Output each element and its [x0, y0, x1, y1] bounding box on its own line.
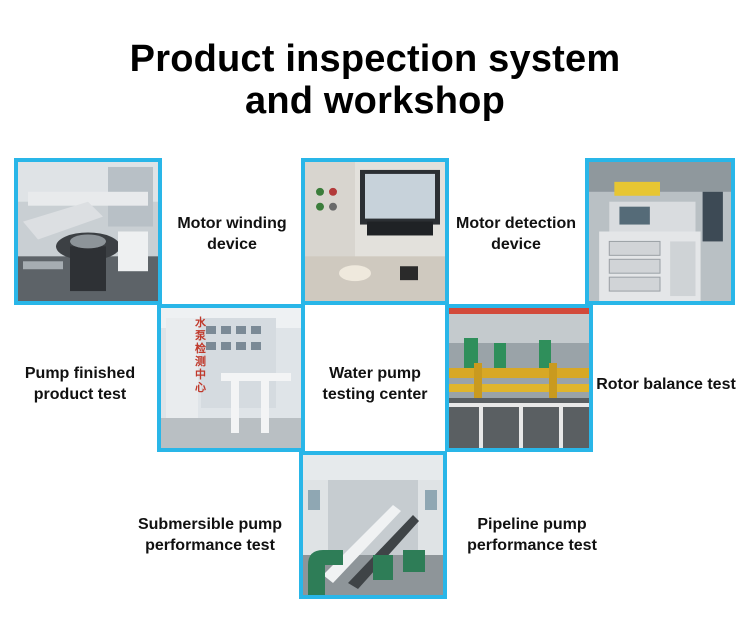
label-motor-winding: Motor winding device — [177, 215, 287, 253]
label-submersible: Submersible pump performance test — [137, 516, 283, 554]
label-rotor-balance: Rotor balance test — [596, 375, 736, 393]
label-pipeline: Pipeline pump performance test — [467, 516, 597, 554]
photo-water-pump-center — [445, 304, 593, 452]
sign-water-pump-center: 水泵检测中心 — [195, 316, 206, 394]
label-pump-finished: Pump finished product test — [24, 365, 136, 403]
title-line-2: and workshop — [245, 80, 505, 122]
photo-motor-detection — [301, 158, 449, 305]
photo-pipeline-test — [299, 451, 447, 599]
label-water-pump-center: Water pump testing center — [322, 365, 428, 403]
photo-pump-finished: 水泵检测中心 — [157, 304, 305, 452]
title-line-1: Product inspection system — [129, 38, 621, 80]
photo-rotor-balance — [585, 158, 735, 305]
photo-motor-winding — [14, 158, 162, 305]
page-title: Product inspection system and workshop — [0, 38, 750, 122]
label-motor-detection: Motor detection device — [456, 215, 576, 253]
